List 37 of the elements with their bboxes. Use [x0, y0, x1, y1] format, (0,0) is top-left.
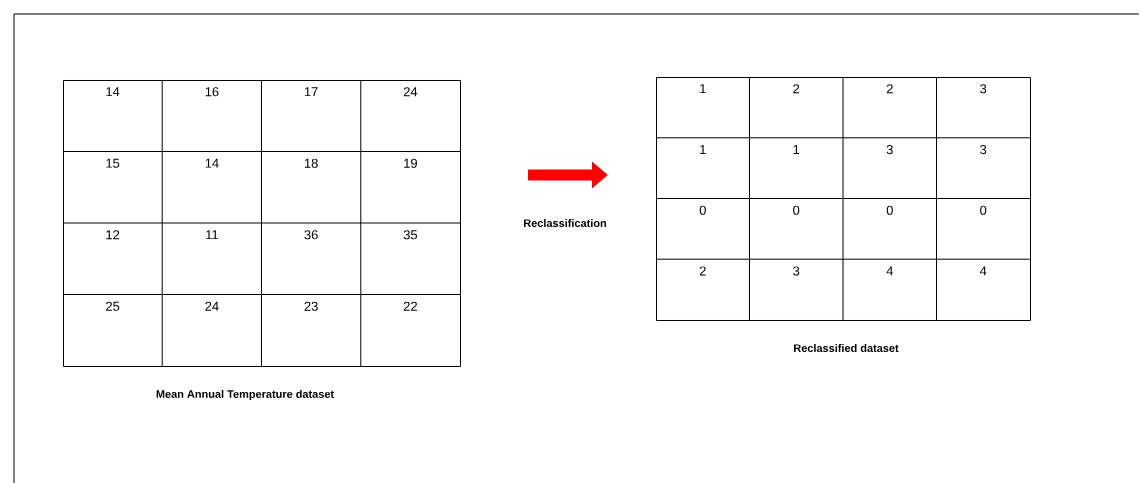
edge-label: Reclassification [524, 218, 607, 227]
cell-value: 25 [106, 301, 120, 311]
cell-value: 2 [793, 84, 800, 94]
cell-value: 15 [106, 158, 120, 168]
cell-value: 0 [980, 205, 987, 215]
cell-value: 3 [980, 84, 987, 94]
cell-value: 1 [700, 84, 706, 94]
cell-value: 22 [403, 301, 417, 311]
cell-value: 14 [106, 87, 120, 97]
cell-value: 2 [886, 84, 893, 94]
cell-value: 24 [205, 301, 219, 311]
cell-value: 23 [304, 301, 318, 311]
cell-value: 18 [304, 158, 318, 168]
cell-value: 1 [700, 145, 706, 154]
cell-value: 17 [304, 87, 318, 97]
cell-value: 12 [106, 230, 120, 240]
cell-value: 35 [403, 230, 418, 240]
cell-value: 2 [699, 266, 706, 276]
cell-value: 1 [793, 145, 800, 154]
data-grid [655, 76, 1031, 321]
cell-value: 11 [206, 230, 218, 240]
cell-value: 4 [886, 266, 894, 276]
cell-value: 0 [699, 205, 706, 215]
cell-value: 24 [403, 87, 418, 97]
cell-value: 36 [304, 230, 318, 240]
cell-value: 0 [886, 205, 893, 215]
cell-value: 3 [980, 145, 987, 155]
cell-value: 4 [979, 266, 987, 276]
cell-value: 16 [205, 87, 219, 97]
dataset-caption: Reclassified dataset [794, 343, 899, 352]
cell-value: 3 [886, 145, 893, 155]
cell-value: 3 [793, 266, 800, 276]
cell-value: 0 [793, 205, 800, 215]
cell-value: 14 [205, 158, 219, 168]
data-grid [62, 79, 461, 367]
cell-value: 19 [404, 158, 417, 168]
dataset-caption: Mean Annual Temperature dataset [156, 389, 334, 401]
